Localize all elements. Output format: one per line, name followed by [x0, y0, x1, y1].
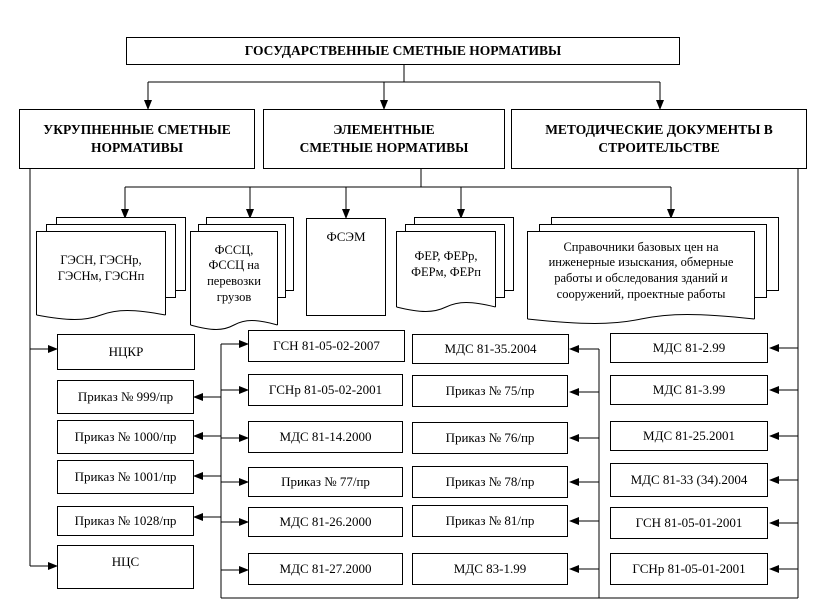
col2-item-label: Приказ № 77/пр [281, 474, 370, 490]
col1-item-ncr: НЦКР [57, 334, 195, 370]
col1-item-label: Приказ № 1000/пр [74, 429, 177, 445]
col3-item-label: МДС 83-1.99 [453, 561, 527, 577]
col2-item-label: МДС 81-14.2000 [279, 429, 372, 445]
col4-item-label: ГСНр 81-05-01-2001 [632, 561, 746, 577]
col3-item-label: Приказ № 78/пр [445, 474, 535, 490]
col1-item-label: Приказ № 1001/пр [74, 469, 177, 485]
doc-fer: ФЕР, ФЕРр, ФЕРм, ФЕРп [396, 217, 516, 317]
col2-item-label: ГСН 81-05-02-2007 [273, 338, 380, 354]
col4-item: ГСН 81-05-01-2001 [610, 507, 768, 539]
doc-fsem-label: ФСЭМ [326, 229, 366, 244]
col3-item-label: Приказ № 75/пр [445, 383, 535, 399]
col2-item-label: ГСНр 81-05-02-2001 [268, 382, 383, 398]
col1-item: Приказ № 1001/пр [57, 460, 194, 494]
title: ГОСУДАРСТВЕННЫЕ СМЕТНЫЕ НОРМАТИВЫ [244, 42, 562, 58]
doc-fssc-label: ФССЦ, ФССЦ на перевозки грузов [207, 242, 261, 304]
col2-item-label: МДС 81-26.2000 [279, 514, 372, 530]
col1-item: Приказ № 1000/пр [57, 420, 194, 454]
col4-item-label: МДС 81-3.99 [652, 382, 726, 398]
col4-item: МДС 81-2.99 [610, 333, 768, 363]
document-wave-edge [190, 317, 278, 331]
col4-item: МДС 81-25.2001 [610, 421, 768, 451]
col3-item-label: Приказ № 81/пр [445, 513, 535, 529]
col3-item: Приказ № 75/пр [412, 375, 568, 407]
doc-reference: Справочники базовых цен на инженерные из… [527, 217, 781, 327]
title-box: ГОСУДАРСТВЕННЫЕ СМЕТНЫЕ НОРМАТИВЫ [126, 37, 680, 65]
doc-gesn-label: ГЭСН, ГЭСНр, ГЭСНм, ГЭСНп [57, 253, 145, 283]
col2-item: МДС 81-14.2000 [248, 421, 403, 453]
doc-gesn: ГЭСН, ГЭСНр, ГЭСНм, ГЭСНп [36, 217, 188, 325]
col3-item: Приказ № 81/пр [412, 505, 568, 537]
col1-item: Приказ № 999/пр [57, 380, 194, 414]
doc-fsem: ФСЭМ [306, 218, 386, 316]
col4-item-label: ГСН 81-05-01-2001 [635, 515, 743, 531]
category-methodical: МЕТОДИЧЕСКИЕ ДОКУМЕНТЫ В СТРОИТЕЛЬСТВЕ [511, 109, 807, 169]
col2-item: МДС 81-26.2000 [248, 507, 403, 537]
col1-item-label: НЦС [111, 554, 140, 569]
col3-item: МДС 83-1.99 [412, 553, 568, 585]
col4-item: МДС 81-33 (34).2004 [610, 463, 768, 497]
category-methodical-label: МЕТОДИЧЕСКИЕ ДОКУМЕНТЫ В СТРОИТЕЛЬСТВЕ [545, 121, 773, 155]
col1-item-label: Приказ № 999/пр [77, 389, 174, 405]
doc-fssc: ФССЦ, ФССЦ на перевозки грузов [190, 217, 296, 331]
col3-item: Приказ № 78/пр [412, 466, 568, 498]
col2-item-label: МДС 81-27.2000 [279, 561, 372, 577]
col2-item: ГСНр 81-05-02-2001 [248, 374, 403, 406]
category-enlarged-label: УКРУПНЕННЫЕ СМЕТНЫЕ НОРМАТИВЫ [43, 121, 231, 155]
document-wave-edge [396, 299, 496, 313]
col2-item: ГСН 81-05-02-2007 [248, 330, 405, 362]
col4-item: МДС 81-3.99 [610, 375, 768, 405]
col4-item-label: МДС 81-2.99 [652, 340, 726, 356]
col1-item-label: Приказ № 1028/пр [74, 513, 177, 529]
col3-item-label: МДС 81-35.2004 [444, 341, 537, 357]
col2-item: Приказ № 77/пр [248, 467, 403, 497]
col4-item-label: МДС 81-25.2001 [643, 428, 735, 444]
col3-item: Приказ № 76/пр [412, 422, 568, 454]
category-element-label: ЭЛЕМЕНТНЫЕ СМЕТНЫЕ НОРМАТИВЫ [299, 121, 469, 155]
col1-item-ncs: НЦС [57, 545, 194, 589]
doc-reference-label: Справочники базовых цен на инженерные из… [548, 239, 734, 301]
col1-item: Приказ № 1028/пр [57, 506, 194, 536]
document-wave-edge [36, 307, 166, 321]
col4-item: ГСНр 81-05-01-2001 [610, 553, 768, 585]
col3-item: МДС 81-35.2004 [412, 334, 569, 364]
col1-item-label: НЦКР [108, 344, 144, 360]
col3-item-label: Приказ № 76/пр [445, 430, 535, 446]
col4-item-label: МДС 81-33 (34).2004 [630, 472, 748, 488]
doc-fer-label: ФЕР, ФЕРр, ФЕРм, ФЕРп [411, 249, 481, 279]
col2-item: МДС 81-27.2000 [248, 553, 403, 585]
category-element: ЭЛЕМЕНТНЫЕ СМЕТНЫЕ НОРМАТИВЫ [263, 109, 505, 169]
document-wave-edge [527, 311, 755, 325]
category-enlarged: УКРУПНЕННЫЕ СМЕТНЫЕ НОРМАТИВЫ [19, 109, 255, 169]
